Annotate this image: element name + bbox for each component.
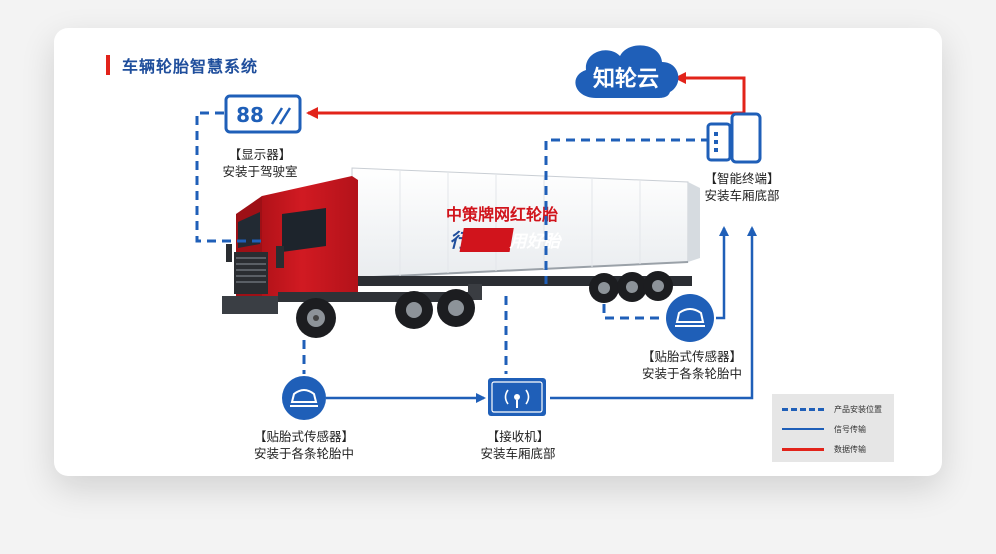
legend-swatch-dashed bbox=[782, 407, 824, 411]
title-text: 车辆轮胎智慧系统 bbox=[122, 57, 259, 76]
truck-illustration: 中策牌网红轮胎 行远路 用好胎 bbox=[222, 167, 700, 338]
sensor-front-name: 【贴胎式传感器】 bbox=[253, 429, 354, 444]
sensor-rear-name: 【贴胎式传感器】 bbox=[641, 349, 742, 364]
legend: 产品安装位置 信号传输 数据传输 bbox=[772, 394, 894, 462]
receiver-icon bbox=[488, 378, 546, 416]
legend-label-install: 产品安装位置 bbox=[834, 404, 882, 414]
legend-swatch-blue bbox=[782, 428, 824, 430]
display-name: 【显示器】 bbox=[228, 147, 292, 162]
receiver-location: 安装车厢底部 bbox=[480, 446, 556, 461]
install-line-display bbox=[195, 111, 262, 243]
signal-line-sensor-terminal bbox=[716, 226, 729, 320]
smart-terminal-icon bbox=[706, 112, 762, 164]
diagram-title: 车辆轮胎智慧系统 bbox=[106, 54, 258, 76]
truck-slogan-b: 用好胎 bbox=[509, 232, 563, 252]
title-accent-bar bbox=[106, 55, 110, 75]
tire-sensor-front-icon bbox=[282, 376, 326, 420]
terminal-name: 【智能终端】 bbox=[704, 171, 780, 186]
sensor-front-label: 【贴胎式传感器】 安装于各条轮胎中 bbox=[234, 428, 374, 462]
display-location: 安装于驾驶室 bbox=[222, 164, 298, 179]
sensor-front-location: 安装于各条轮胎中 bbox=[253, 446, 354, 461]
tire-sensor-rear-icon bbox=[666, 294, 714, 342]
install-line-terminal bbox=[544, 138, 710, 284]
legend-item-data: 数据传输 bbox=[782, 442, 866, 456]
cloud-label: 知轮云 bbox=[593, 66, 659, 92]
cloud-icon: 知轮云 bbox=[575, 45, 679, 98]
receiver-label: 【接收机】 安装车厢底部 bbox=[458, 428, 578, 462]
sensor-rear-location: 安装于各条轮胎中 bbox=[641, 366, 742, 381]
receiver-name: 【接收机】 bbox=[486, 429, 550, 444]
display-label: 【显示器】 安装于驾驶室 bbox=[210, 146, 310, 180]
signal-line-receiver-terminal bbox=[550, 226, 757, 400]
display-monitor-icon: 88 bbox=[224, 94, 302, 134]
display-icon-digits: 88 bbox=[236, 103, 264, 127]
truck-wheels bbox=[296, 271, 673, 338]
legend-label-data: 数据传输 bbox=[834, 444, 866, 454]
legend-label-signal: 信号传输 bbox=[834, 424, 866, 434]
install-line-sensor-rear bbox=[602, 304, 664, 320]
terminal-label: 【智能终端】 安装车厢底部 bbox=[682, 170, 802, 204]
terminal-location: 安装车厢底部 bbox=[704, 188, 780, 203]
legend-item-install: 产品安装位置 bbox=[782, 402, 882, 416]
legend-item-signal: 信号传输 bbox=[782, 422, 866, 436]
data-line-terminal-cloud bbox=[674, 72, 746, 113]
cab-window bbox=[282, 208, 326, 252]
trailer-rear bbox=[688, 182, 700, 262]
sensor-rear-label: 【贴胎式传感器】 安装于各条轮胎中 bbox=[622, 348, 762, 382]
truck-brand-text: 中策牌网红轮胎 bbox=[446, 205, 558, 224]
legend-swatch-red bbox=[782, 447, 824, 451]
